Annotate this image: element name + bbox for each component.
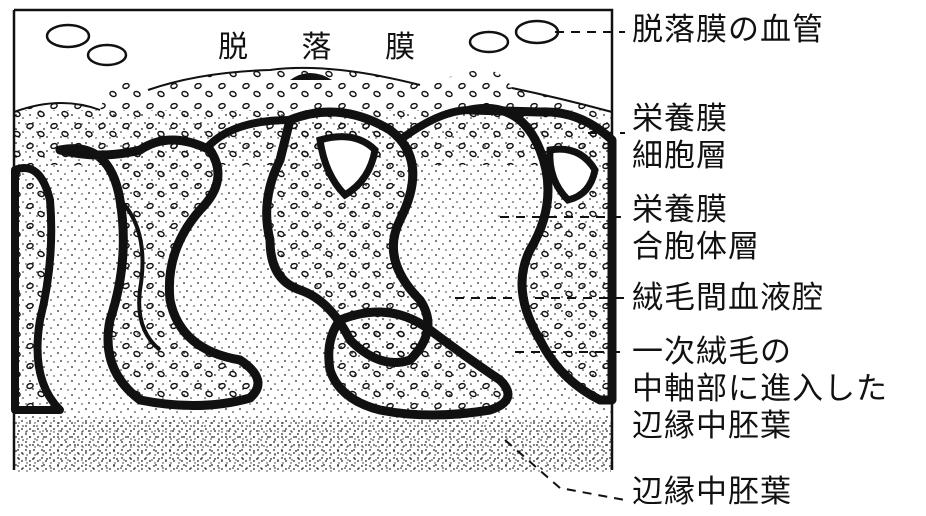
label-syncytiotrophoblast-line1: 栄養膜 xyxy=(632,192,728,228)
label-villus-core-line2: 中軸部に進入した xyxy=(632,371,888,407)
decidual-vessel xyxy=(45,23,91,49)
villus-center-lower xyxy=(324,307,513,420)
leader-lines xyxy=(455,31,626,501)
extraembryonic-mesoderm-band xyxy=(15,420,611,472)
decidual-vessel xyxy=(86,43,128,67)
label-villus-core-line3: 辺縁中胚葉 xyxy=(632,408,792,444)
label-cytotrophoblast-line1: 栄養膜 xyxy=(632,101,728,137)
decidual-vessel xyxy=(514,19,560,45)
label-syncytiotrophoblast-line2: 合胞体層 xyxy=(632,229,760,265)
villus-left xyxy=(55,135,263,411)
label-extraembryonic-mesoderm: 辺縁中胚葉 xyxy=(632,474,792,510)
label-cytotrophoblast-line2: 細胞層 xyxy=(632,138,728,174)
label-decidual-vessel: 脱落膜の血管 xyxy=(632,12,824,48)
decidua-label: 脱 落 膜 xyxy=(218,30,438,65)
decidual-vessel xyxy=(468,30,510,54)
villus-left-edge xyxy=(11,164,64,414)
decidua-boundary xyxy=(13,66,613,113)
villus-right xyxy=(465,103,617,405)
label-villus-core-line1: 一次絨毛の xyxy=(632,334,792,370)
label-intervillous-space: 絨毛間血液腔 xyxy=(632,280,824,316)
leader-extraembryonic-mesoderm xyxy=(504,439,626,501)
villus-stem-bridges xyxy=(201,106,471,153)
spiral-artery-opening xyxy=(290,73,332,80)
